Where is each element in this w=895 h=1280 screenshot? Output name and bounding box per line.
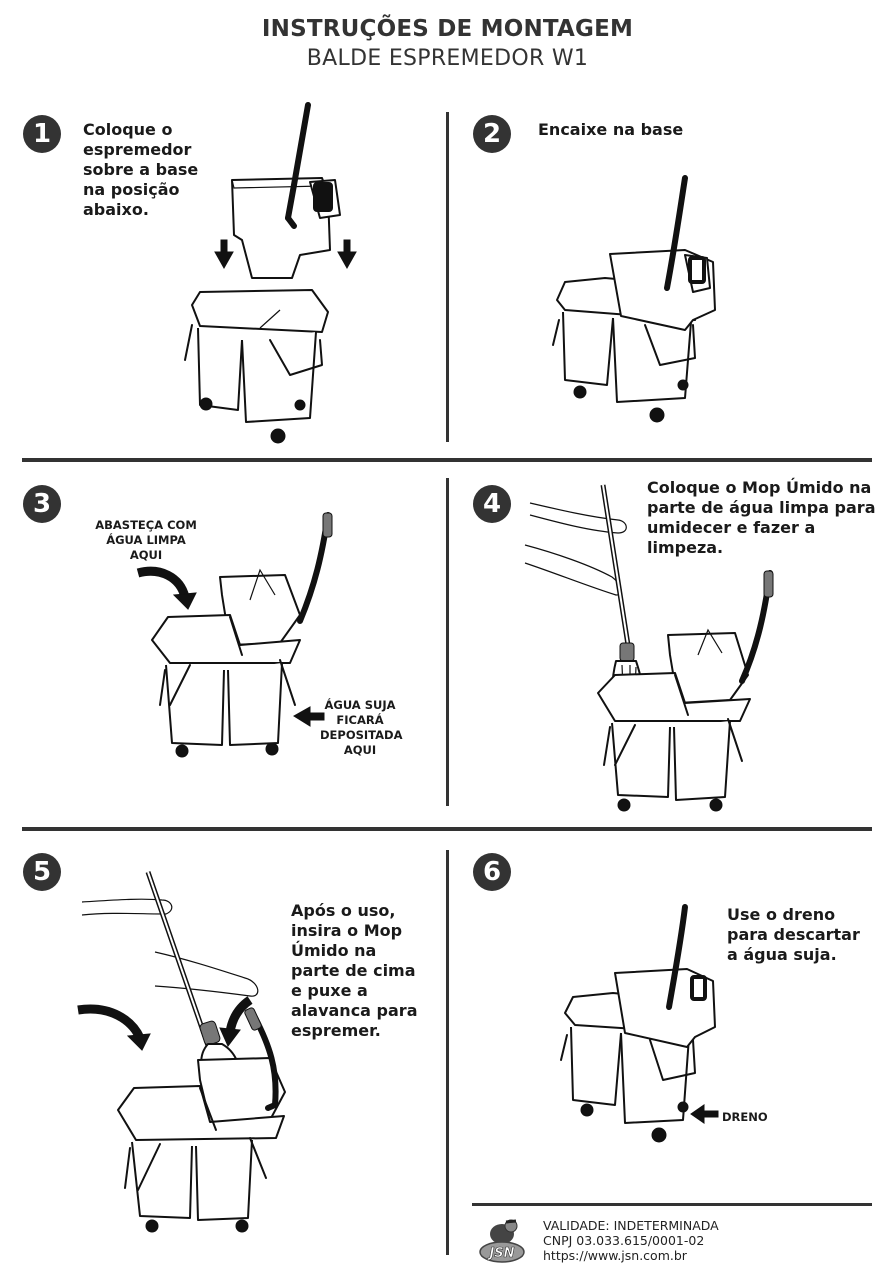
- step-1-instruction: Coloque o espremedor sobre a base na pos…: [83, 120, 199, 219]
- wringer-above-bucket-illustration: [184, 102, 357, 444]
- callout-drain: DRENO: [722, 1110, 768, 1124]
- divider-footer: [472, 1203, 872, 1206]
- mop-icon: [145, 871, 241, 1083]
- step-number-badge: 2: [473, 115, 511, 153]
- wringer-on-bucket-illustration: [552, 175, 716, 423]
- jsn-logo: JSN: [479, 1219, 525, 1263]
- wringer-icon: [609, 175, 716, 331]
- drain-illustration: [560, 904, 716, 1143]
- divider-vertical-row3: [446, 850, 449, 1255]
- callout-dirty-water: ÁGUA SUJA FICARÁ DEPOSITADA AQUI: [320, 698, 403, 757]
- step-number-badge: 4: [473, 485, 511, 523]
- wringer-icon: [231, 102, 341, 279]
- wringing-mop-illustration: [77, 871, 286, 1233]
- mop-in-bucket-illustration: [524, 484, 774, 812]
- divider-horizontal-2: [22, 827, 872, 831]
- callout-clean-water: ABASTEÇA COM ÁGUA LIMPA AQUI: [95, 518, 197, 562]
- footer-info: VALIDADE: INDETERMINADA CNPJ 03.033.615/…: [543, 1218, 719, 1263]
- curved-arrow-icon: [77, 1004, 151, 1051]
- wringer-icon: [614, 904, 716, 1048]
- curved-arrow-icon: [136, 566, 197, 610]
- step-5-instruction: Após o uso, insira o Mop Úmido na parte …: [291, 901, 418, 1040]
- bucket-icon: [151, 512, 333, 758]
- website-link[interactable]: https://www.jsn.com.br: [543, 1248, 687, 1263]
- document-title: INSTRUÇÕES DE MONTAGEM: [261, 16, 634, 42]
- step-2-instruction: Encaixe na base: [538, 120, 684, 139]
- step-number-badge: 3: [23, 485, 61, 523]
- document-subtitle: BALDE ESPREMEDOR W1: [306, 46, 589, 71]
- validity-text: VALIDADE: INDETERMINADA: [543, 1218, 719, 1233]
- hand-icon: [81, 898, 259, 997]
- step-number-badge: 1: [23, 115, 61, 153]
- curved-arrow-icon: [219, 996, 253, 1047]
- bucket-icon: [597, 570, 774, 812]
- step-number-badge: 6: [473, 853, 511, 891]
- arrow-down-icon: [214, 239, 234, 270]
- turtle-mascot-icon: [490, 1219, 518, 1244]
- divider-vertical-row2: [446, 478, 449, 806]
- step-4-instruction: Coloque o Mop Úmido na parte de água lim…: [647, 478, 876, 557]
- cnpj-text: CNPJ 03.033.615/0001-02: [543, 1233, 705, 1248]
- arrow-down-icon: [337, 239, 357, 270]
- bucket-icon: [117, 1007, 286, 1233]
- bucket-icon: [184, 289, 329, 444]
- arrow-left-icon: [690, 1104, 719, 1124]
- logo-text: JSN: [486, 1246, 514, 1261]
- bucket-fill-illustration: [136, 512, 333, 758]
- step-number-badge: 5: [23, 853, 61, 891]
- divider-horizontal-1: [22, 458, 872, 462]
- arrow-left-icon: [293, 706, 325, 727]
- step-6-instruction: Use o dreno para descartar a água suja.: [727, 905, 860, 964]
- divider-vertical-row1: [446, 112, 449, 442]
